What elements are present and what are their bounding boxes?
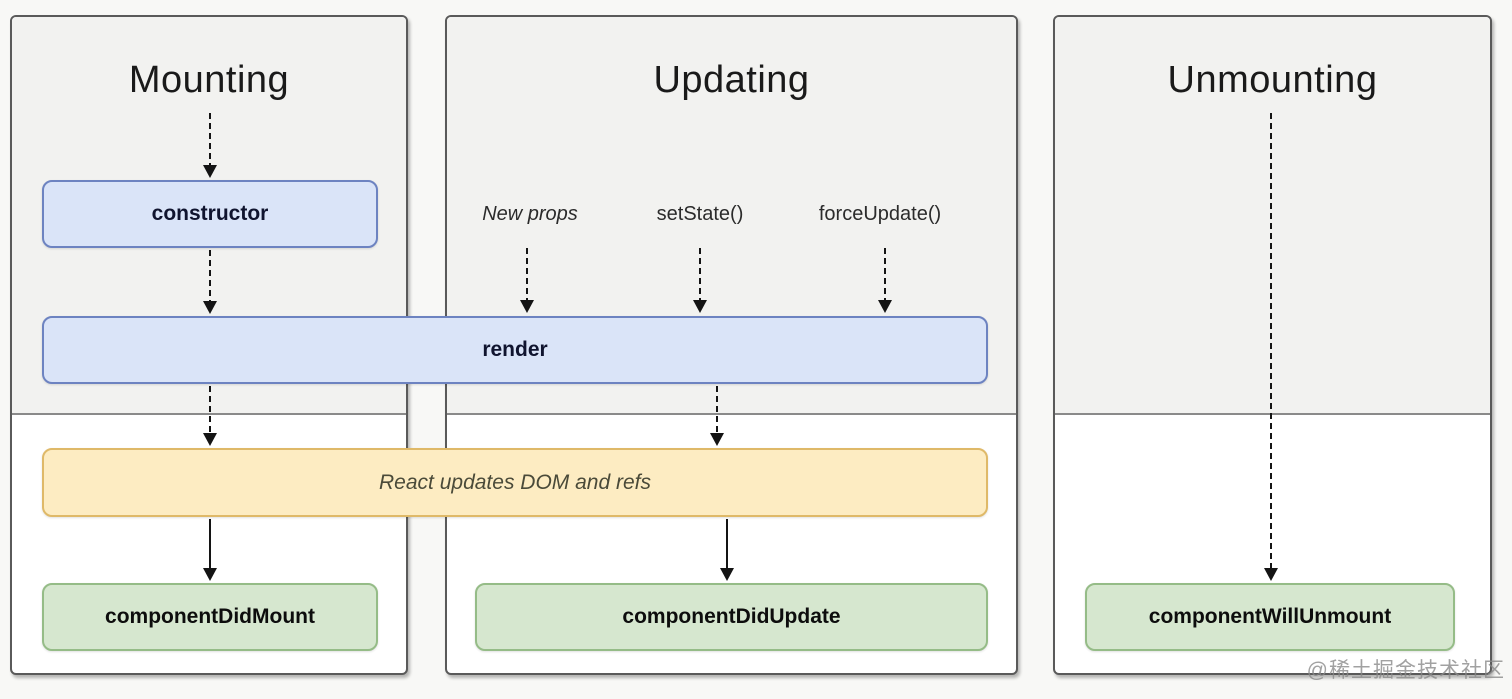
- arrowhead-icon: [1264, 568, 1278, 581]
- arrow-mounting-start-to-constructor: [202, 113, 218, 178]
- arrow-line: [208, 519, 212, 568]
- arrow-unmounting-to-will-unmount: [1263, 113, 1279, 581]
- arrowhead-icon: [878, 300, 892, 313]
- arrow-line: [725, 519, 729, 568]
- react-updates-dom-box: React updates DOM and refs: [42, 448, 988, 517]
- arrowhead-icon: [693, 300, 707, 313]
- arrow-line: [1269, 113, 1273, 568]
- arrow-render-to-dom-updates-mounting: [202, 386, 218, 446]
- arrowhead-icon: [710, 433, 724, 446]
- arrow-line: [698, 248, 702, 300]
- component-did-update-box: componentDidUpdate: [475, 583, 988, 651]
- arrow-line: [208, 113, 212, 165]
- arrow-line: [208, 250, 212, 301]
- arrow-line: [715, 386, 719, 433]
- arrow-dom-updates-to-did-update: [719, 519, 735, 581]
- arrow-dom-updates-to-did-mount: [202, 519, 218, 581]
- arrow-line: [208, 386, 212, 433]
- panel-unmounting: Unmounting: [1053, 15, 1492, 675]
- trigger-label-new-props: New props: [482, 203, 578, 225]
- arrowhead-icon: [720, 568, 734, 581]
- panel-unmounting-render-phase-area: [1055, 17, 1490, 415]
- arrow-line: [525, 248, 529, 300]
- panel-title-updating: Updating: [653, 59, 810, 101]
- arrow-setstate-to-render: [692, 248, 708, 313]
- render-box: render: [42, 316, 988, 384]
- panel-title-mounting: Mounting: [128, 59, 290, 101]
- panel-title-unmounting: Unmounting: [1167, 59, 1378, 101]
- trigger-label-setstate: setState(): [656, 203, 744, 225]
- arrow-constructor-to-render: [202, 250, 218, 314]
- arrowhead-icon: [203, 165, 217, 178]
- arrowhead-icon: [203, 568, 217, 581]
- arrow-line: [883, 248, 887, 300]
- arrowhead-icon: [520, 300, 534, 313]
- constructor-box: constructor: [42, 180, 378, 248]
- arrow-render-to-dom-updates-updating: [709, 386, 725, 446]
- arrow-forceupdate-to-render: [877, 248, 893, 313]
- component-did-mount-box: componentDidMount: [42, 583, 378, 651]
- arrowhead-icon: [203, 301, 217, 314]
- juejin-watermark: @稀土掘金技术社区: [1306, 659, 1505, 682]
- arrow-new-props-to-render: [519, 248, 535, 313]
- trigger-label-forceupdate: forceUpdate(): [818, 203, 942, 225]
- component-will-unmount-box: componentWillUnmount: [1085, 583, 1455, 651]
- arrowhead-icon: [203, 433, 217, 446]
